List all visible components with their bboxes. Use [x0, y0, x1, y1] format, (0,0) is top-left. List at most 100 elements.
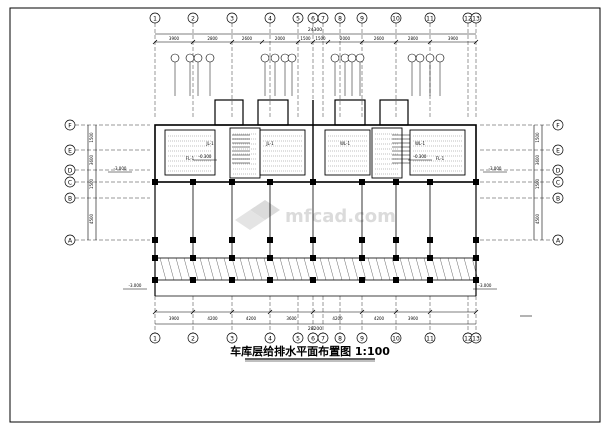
dim-text-bottom: 3900 [169, 316, 180, 321]
dim-text-top: 3900 [169, 36, 180, 41]
dim-tick-bottom [190, 309, 196, 315]
band-hatch [247, 257, 255, 281]
band-hatch [383, 257, 391, 281]
dim-tick-top [473, 39, 479, 45]
dim-tick-top [325, 39, 331, 45]
riser-bubble [415, 53, 425, 63]
riser-bubble [170, 53, 180, 63]
room [371, 127, 403, 179]
dim-text-left: 1500 [89, 178, 94, 189]
band-hatch [199, 257, 207, 281]
dim-text-left: 4500 [89, 213, 94, 224]
axis-label-left: E [68, 148, 72, 155]
band-hatch [263, 257, 271, 281]
dim-tick-top [310, 39, 316, 45]
band-hatch [471, 257, 479, 281]
axis-label-left: C [68, 180, 72, 187]
riser-label: JL-1 [205, 141, 214, 146]
band-hatch [415, 257, 423, 281]
riser-label: WL-1 [415, 141, 426, 146]
band-hatch [223, 257, 231, 281]
drawing-frame [9, 7, 601, 423]
drawing-title: 车库层给排水平面布置图 1:100 [230, 344, 390, 358]
axis-label-left: F [68, 123, 72, 130]
walls [152, 99, 479, 297]
axis-label-top: 7 [321, 16, 325, 23]
band-hatch [455, 257, 463, 281]
band-hatch [399, 257, 407, 281]
dim-text-right: 3600 [535, 154, 540, 165]
dim-tick-bottom [267, 309, 273, 315]
dim-text-right: 1500 [535, 178, 540, 189]
band-hatch [439, 257, 447, 281]
riser-bubble [287, 53, 297, 63]
band-hatch [271, 257, 279, 281]
axis-label-right: F [556, 123, 560, 130]
column [393, 277, 399, 283]
entry-block [379, 99, 409, 126]
level-mark-text: -0.300 [199, 154, 212, 159]
axis-label-bottom: 1 [153, 336, 157, 343]
dim-text-top: 2600 [242, 36, 253, 41]
riser-bubble [425, 53, 435, 63]
level-mark-text: -0.300 [414, 154, 427, 159]
band-hatch [375, 257, 383, 281]
riser-bubble [330, 53, 340, 63]
entry-block [214, 99, 244, 126]
riser-bubble [435, 53, 445, 63]
dim-text-left: 1500 [89, 132, 94, 143]
axis-label-top: 2 [191, 16, 195, 23]
axis-label-top: 5 [296, 16, 300, 23]
dim-tick-top [359, 39, 365, 45]
axis-label-top: 4 [268, 16, 272, 23]
band-hatch [391, 257, 399, 281]
riser-bubble [185, 53, 195, 63]
riser-bubble [407, 53, 417, 63]
band-hatch [311, 257, 319, 281]
band-hatch [335, 257, 343, 281]
watermark-text: mfcad.com [285, 206, 396, 227]
axis-label-right: B [556, 196, 560, 203]
column [229, 277, 235, 283]
band-hatch [207, 257, 215, 281]
axis-label-top: 6 [311, 16, 315, 23]
band-hatch [175, 257, 183, 281]
band-hatch [463, 257, 471, 281]
entry-block [334, 99, 366, 126]
column [190, 277, 196, 283]
dim-text-bottom: 3900 [408, 316, 419, 321]
axis-label-bottom: 13 [472, 336, 480, 343]
band-hatch [447, 257, 455, 281]
riser-bubble [355, 53, 365, 63]
column [359, 277, 365, 283]
dim-tick-top [259, 39, 265, 45]
dim-tick-bottom [229, 309, 235, 315]
level-mark-text: -3.000 [479, 283, 492, 288]
axis-label-top: 11 [426, 16, 434, 23]
band-hatch [231, 257, 239, 281]
dim-tick-top [152, 39, 158, 45]
axis-label-bottom: 11 [426, 336, 434, 343]
riser-bubble [347, 53, 357, 63]
riser-label: JL-1 [265, 141, 274, 146]
riser-label: FL-1 [436, 156, 445, 161]
dim-tick-bottom [152, 309, 158, 315]
axis-label-right: C [556, 180, 560, 187]
riser-bubble [193, 53, 203, 63]
band-hatch [407, 257, 415, 281]
dim-tick-bottom [310, 309, 316, 315]
dim-tick-bottom [359, 309, 365, 315]
dim-text-left: 3600 [89, 154, 94, 165]
room [259, 129, 306, 176]
axis-label-top: 1 [153, 16, 157, 23]
riser-bubble [270, 53, 280, 63]
dim-text-top: 2800 [207, 36, 218, 41]
axis-label-right: D [556, 168, 561, 175]
axis-label-right: A [556, 238, 561, 245]
dim-tick-bottom [427, 309, 433, 315]
axis-label-bottom: 12 [464, 336, 472, 343]
